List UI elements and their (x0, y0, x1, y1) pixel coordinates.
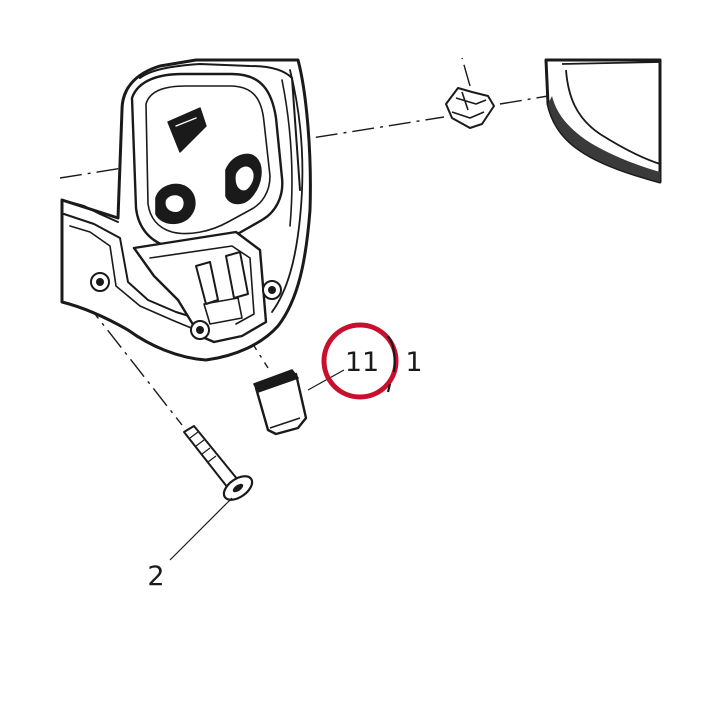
bracket-screw-hole-right-inner (268, 286, 276, 294)
screw-thread (189, 431, 217, 463)
bracket-hole-left-inner (165, 195, 184, 212)
screw-part (183, 425, 254, 501)
axis-line-screw (61, 271, 183, 426)
clip-part (445, 87, 495, 129)
cap-edge (269, 417, 301, 429)
bracket-lower-frame-2 (69, 225, 197, 331)
bracket-side-ridge (271, 69, 304, 313)
leader-line-11 (307, 369, 345, 391)
panel-part (544, 58, 662, 184)
bracket-upper-edge (61, 199, 119, 223)
bracket-slot-highlight (175, 117, 197, 127)
callout-bracket-mark (386, 335, 396, 393)
bracket-latch-left (195, 261, 219, 305)
clip-fold (451, 91, 487, 119)
callout-2: 2 (147, 561, 164, 592)
callout-11: 11 (345, 347, 379, 378)
callout-1: 1 (405, 347, 422, 378)
screw-shaft (183, 425, 239, 489)
bracket-screw-hole-left-inner (96, 278, 104, 286)
screw-head-recess (232, 483, 244, 493)
panel-inner (561, 61, 661, 165)
mounting-bracket (60, 58, 312, 362)
cap-top (253, 369, 299, 393)
bracket-tongue-inner (149, 245, 255, 325)
panel-shade (548, 96, 660, 182)
axis-line-clip-up (461, 57, 471, 87)
bracket-inner-ridge (139, 63, 301, 191)
bracket-latch-right (225, 251, 249, 299)
leader-line-2 (169, 497, 233, 561)
axis-line-clip-right (499, 95, 549, 105)
bracket-screw-hole-center-inner (196, 326, 204, 334)
clip-body (445, 87, 495, 129)
cap-part (253, 369, 308, 436)
bracket-lower-frame (63, 213, 203, 321)
bracket-top-plate-inner (145, 85, 271, 235)
bracket-hole-right-inner (235, 166, 254, 191)
bracket-inner-ridge-2 (281, 79, 293, 227)
bracket-latch-bar (203, 297, 243, 325)
bracket-slot (167, 107, 207, 153)
bracket-top-plate (130, 72, 284, 250)
callout-highlight-ring (321, 322, 399, 400)
